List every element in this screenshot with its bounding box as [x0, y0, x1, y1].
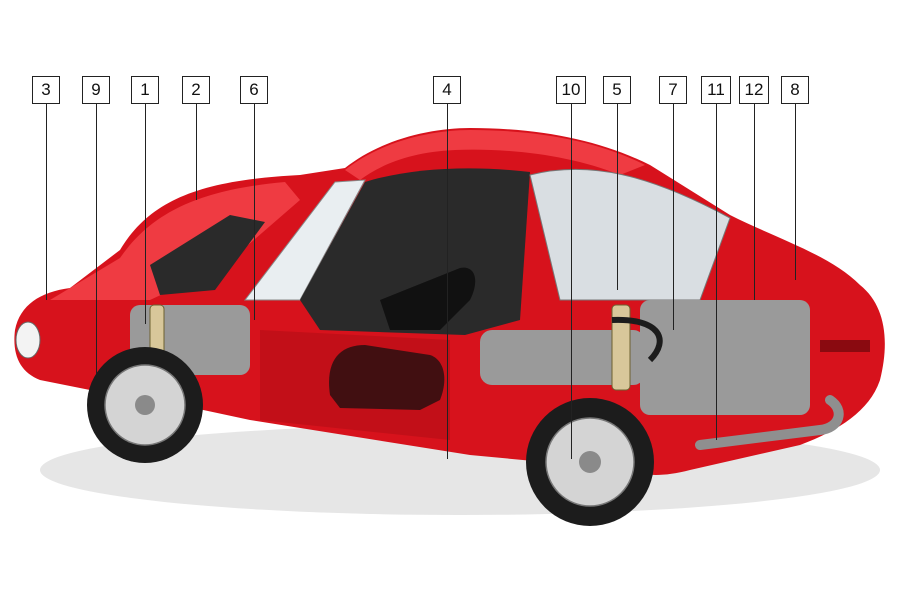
callout-1: 1 — [131, 76, 159, 104]
callout-11: 11 — [701, 76, 731, 104]
front-seat — [329, 345, 445, 410]
leader-12 — [754, 104, 756, 300]
transmission — [480, 330, 645, 385]
front-trunk — [150, 215, 265, 295]
callout-6: 6 — [240, 76, 268, 104]
front-hood — [50, 182, 300, 300]
rear-wheel — [526, 398, 654, 526]
leader-9 — [96, 104, 98, 374]
callout-2: 2 — [182, 76, 210, 104]
roof — [345, 130, 645, 180]
leader-6 — [254, 104, 256, 320]
callout-5: 5 — [603, 76, 631, 104]
leader-3 — [46, 104, 48, 300]
callout-10: 10 — [556, 76, 586, 104]
callout-4: 4 — [433, 76, 461, 104]
exhaust — [695, 395, 844, 450]
engine-block — [640, 300, 810, 415]
callout-3: 3 — [32, 76, 60, 104]
taillight — [820, 340, 870, 352]
leader-5 — [617, 104, 619, 290]
front-wheel — [87, 347, 203, 463]
rear-shock — [611, 304, 631, 391]
rear-window — [529, 168, 731, 301]
rear-wheel-far — [611, 316, 663, 363]
door-panel — [260, 330, 450, 440]
callout-9: 9 — [82, 76, 110, 104]
leader-11 — [716, 104, 718, 440]
rear-seat — [380, 267, 476, 330]
callout-7: 7 — [659, 76, 687, 104]
headlight — [15, 321, 41, 359]
leader-10 — [571, 104, 573, 459]
leader-7 — [673, 104, 675, 330]
callout-8: 8 — [781, 76, 809, 104]
leader-8 — [795, 104, 797, 280]
leader-1 — [145, 104, 147, 324]
leader-4 — [447, 104, 449, 459]
windscreen — [243, 179, 366, 301]
callout-12: 12 — [739, 76, 769, 104]
leader-2 — [196, 104, 198, 200]
